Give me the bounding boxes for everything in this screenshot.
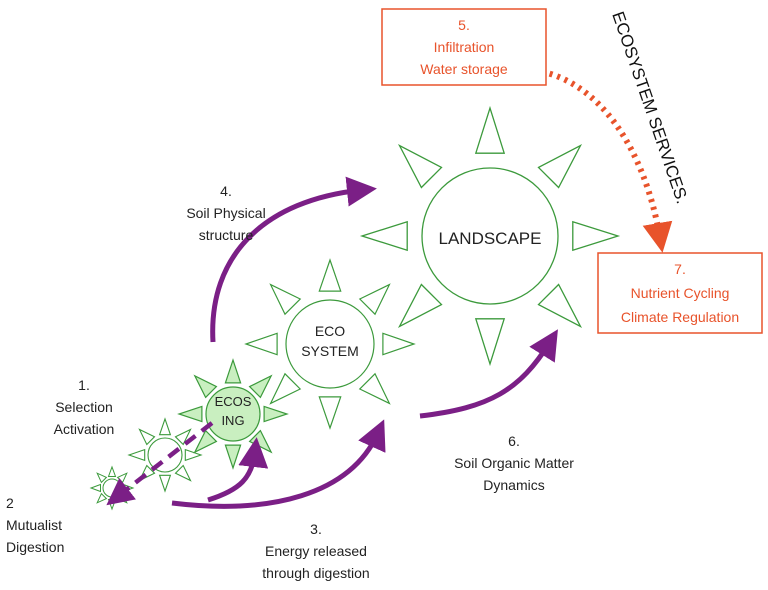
small-a-ray	[127, 448, 146, 462]
ecosystem-ray	[269, 372, 302, 405]
ecosystem-services-title: ECOSYSTEM SERVICES.	[608, 9, 692, 206]
landscape-ray	[537, 283, 583, 329]
step5-line1: Infiltration	[434, 39, 495, 55]
ecosystem-ray	[358, 283, 391, 316]
landscape-ray	[572, 220, 621, 252]
landscape-ray	[397, 283, 443, 329]
service-box-nutrient	[597, 252, 763, 334]
small-a-ray	[138, 428, 156, 446]
arrow-services-dotted	[533, 67, 673, 253]
ecosystem-ray	[382, 332, 416, 356]
step5-number: 5.	[458, 17, 470, 33]
ecosystem-sun	[244, 258, 416, 430]
ecosing-ray	[177, 405, 203, 423]
small-a-ray	[158, 417, 172, 436]
arrow-energy-to-ecosystem	[171, 419, 386, 509]
small-a-ray	[174, 428, 192, 446]
landscape-ray	[537, 143, 583, 189]
ecosing-ray	[263, 405, 289, 423]
step6-line2: Dynamics	[483, 477, 544, 493]
step7-line2: Climate Regulation	[621, 309, 739, 325]
ecosing-sun	[177, 358, 289, 470]
small-b-ray	[107, 465, 117, 477]
step1-line2: Activation	[54, 421, 115, 437]
step6-number: 6.	[508, 433, 520, 449]
step7-line1: Nutrient Cycling	[631, 285, 730, 301]
step7-number: 7.	[674, 261, 686, 277]
ecosing-label-line1: ECOS	[215, 394, 252, 409]
landscape-sun	[359, 105, 621, 367]
small-a-ray	[174, 464, 192, 482]
ecosing-ray	[193, 374, 218, 399]
ecosystem-ray	[269, 283, 302, 316]
landscape-ray	[359, 220, 408, 252]
arrow-soil-organic-matter	[419, 329, 558, 419]
landscape-ray	[397, 143, 443, 189]
ecosing-core	[205, 386, 261, 442]
step3-line2: through digestion	[262, 565, 369, 581]
step4-line2: structure	[199, 227, 254, 243]
small-b-ray	[116, 472, 128, 484]
ecosing-ray	[193, 429, 218, 454]
step5-line2: Water storage	[420, 61, 508, 77]
arrow-soil-physical-structure	[210, 176, 377, 343]
ecosystem-label-line2: SYSTEM	[301, 343, 359, 359]
ecosystem-ray	[358, 372, 391, 405]
ecosing-label-line2: ING	[221, 413, 244, 428]
arrow-energy-to-ecosing	[207, 437, 269, 503]
service-box-infiltration	[381, 8, 547, 86]
step4-line1: Soil Physical	[186, 205, 265, 221]
ecosystem-ray	[318, 258, 342, 292]
ecosystem-ray	[318, 396, 342, 430]
landscape-label: LANDSCAPE	[439, 229, 542, 248]
ecosystem-label-line1: ECO	[315, 323, 345, 339]
step2-line2: Digestion	[6, 539, 64, 555]
landscape-core	[421, 167, 559, 305]
step6-line1: Soil Organic Matter	[454, 455, 574, 471]
step3-number: 3.	[310, 521, 322, 537]
step2-line1: Mutualist	[6, 517, 62, 533]
ecosing-ray	[224, 358, 242, 384]
small-b-ray	[107, 499, 117, 511]
small-b-ray	[89, 483, 101, 493]
small-b-ray	[96, 492, 108, 504]
ecosystem-ray	[244, 332, 278, 356]
small-a-ray	[184, 448, 203, 462]
step2-number: 2	[6, 495, 14, 511]
landscape-ray	[474, 318, 506, 367]
ecosystem-core	[285, 299, 375, 389]
step3-line1: Energy released	[265, 543, 367, 559]
small-a-ray	[158, 474, 172, 493]
ecosing-ray	[248, 429, 273, 454]
landscape-ray	[474, 105, 506, 154]
step4-number: 4.	[220, 183, 232, 199]
ecosing-ray	[224, 444, 242, 470]
step1-number: 1.	[78, 377, 90, 393]
step1-line1: Selection	[55, 399, 113, 415]
small-b-ray	[96, 472, 108, 484]
ecosing-ray	[248, 374, 273, 399]
